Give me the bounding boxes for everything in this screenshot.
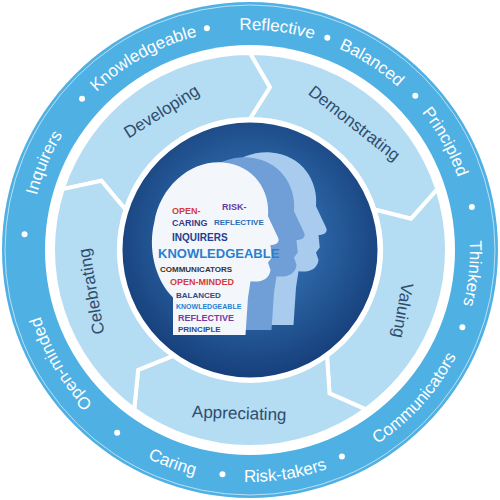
ring-word-line: Balanced [337,35,408,90]
cloud-word: INQUIRERS [172,233,228,243]
head-silhouettes [152,152,327,335]
cloud-word: OPEN-MINDED [170,278,234,287]
ring-gap [45,45,455,455]
ring-word: Balanced [337,35,408,90]
bullet-dot [114,430,120,436]
front-head [152,162,279,335]
bullet-group [22,25,475,477]
ring-word: Risk-takers [244,455,329,486]
ring-word: Reflective [239,15,317,43]
cloud-word: COMMUNICATORS [160,266,232,274]
ring-word: Communicators [369,349,460,447]
ring-word: Caring [146,445,199,480]
segment-label: Developing [121,82,202,141]
ring-word-line: Communicators [369,349,460,447]
bullet-dot [79,96,85,102]
segment-label: Celebrating [75,247,107,336]
ring-word-line: Caring [146,445,199,480]
cloud-word: PRINCIPLE [178,326,221,334]
bullet-dot [469,204,475,210]
bullet-dot [339,453,345,459]
cloud-word: REFLECTIVE [214,219,264,227]
cloud-word: OPEN- [172,207,201,216]
cloud-word: CARING [172,219,208,228]
bullet-dot [22,231,28,237]
ring-word-line: Reflective [239,15,317,43]
bullet-dot [204,25,210,31]
chevron-outline [250,53,437,219]
bullet-dot [412,93,418,99]
center-circle [121,121,379,379]
ring-word-line: Knowledgeable [86,22,198,95]
outer-ring-edge [5,5,495,495]
ring-word: Knowledgeable [86,22,198,95]
ring-word-line: Thinkers [459,240,485,308]
ring-word-line: Risk-takers [244,455,329,486]
ring-word: Open-minded [26,315,96,414]
chevron-outline [134,356,366,447]
bullet-dot [219,471,225,477]
ring-word-line: Open-minded [26,315,96,414]
cloud-word: RISK- [222,203,247,212]
ring-word: Thinkers [459,240,485,308]
chevron-outline [53,181,173,410]
cloud-word: BALANCED [176,292,221,300]
chevron-outline [327,189,447,409]
cloud-word: KNOWLEDGEABLE [158,247,279,260]
chevron-outline [63,53,270,210]
ring-word-line: Principled [418,103,471,179]
ring-word-line: Inquirers [22,127,66,196]
bullet-dot [459,324,465,330]
bullet-dot [324,35,330,41]
ring-word: Inquirers [22,127,66,196]
segment-label: Appreciating [192,404,287,424]
segment-label: Demonstrating [305,83,403,164]
ring-word: Principled [418,103,471,179]
cloud-word: REFLECTIVE [178,314,234,323]
cloud-word: KNOWLEDGEABLE [176,303,241,310]
segment-label: Valuing [390,281,416,339]
